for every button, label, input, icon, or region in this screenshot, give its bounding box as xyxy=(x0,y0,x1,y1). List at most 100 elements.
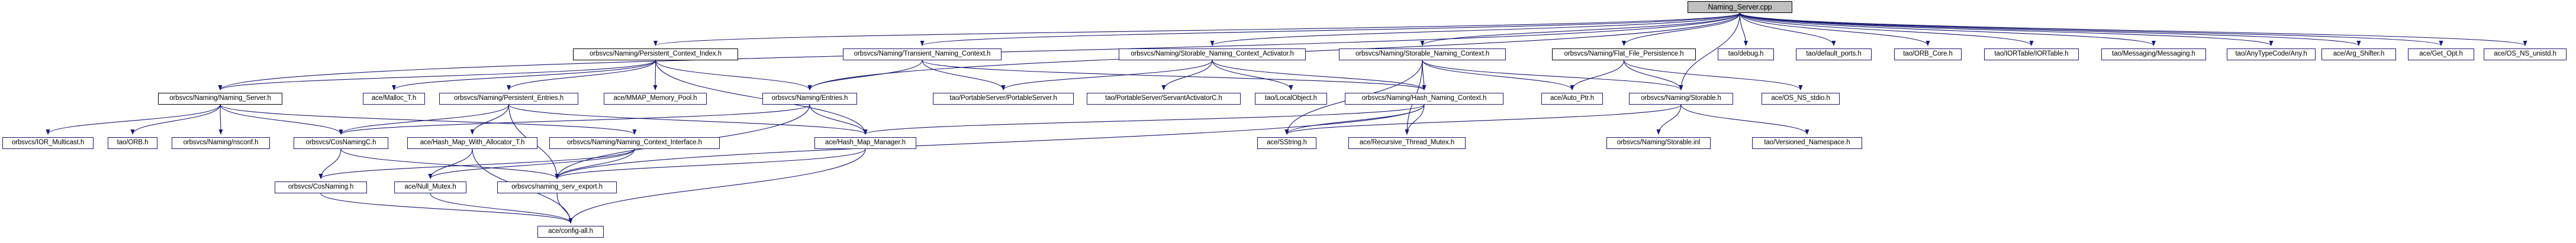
graph-edge xyxy=(1739,12,2361,46)
graph-edge xyxy=(1161,60,1213,90)
graph-edge xyxy=(1422,60,1574,90)
graph-node[interactable]: tao/Versioned_Namespace.h xyxy=(1752,137,1862,149)
graph-edge xyxy=(655,60,812,90)
graph-edge xyxy=(1680,104,1809,135)
graph-edge xyxy=(218,104,223,135)
graph-node[interactable]: orbsvcs/IOR_Multicast.h xyxy=(2,137,94,149)
graph-node[interactable]: tao/IORTable/IORTable.h xyxy=(1984,48,2079,60)
graph-edge xyxy=(1420,12,1741,46)
graph-node[interactable]: orbsvcs/Naming/Storable_Naming_Context_A… xyxy=(1119,48,1306,60)
graph-edge xyxy=(1739,12,2034,46)
graph-node[interactable]: orbsvcs/naming_serv_export.h xyxy=(497,182,617,193)
graph-edge xyxy=(508,104,868,135)
graph-node[interactable]: orbsvcs/Naming/Persistent_Entries.h xyxy=(439,93,578,105)
graph-node[interactable]: orbsvcs/Naming/Storable_Naming_Context.h xyxy=(1339,48,1506,60)
graph-node[interactable]: orbsvcs/Naming/Storable.h xyxy=(1629,93,1733,105)
graph-node[interactable]: orbsvcs/CosNaming.h xyxy=(275,182,367,193)
graph-edge xyxy=(218,60,656,90)
graph-node[interactable]: orbsvcs/Naming/Entries.h xyxy=(762,93,857,105)
graph-node[interactable]: ace/Get_Opt.h xyxy=(2408,48,2474,60)
graph-edge xyxy=(1284,104,1425,135)
graph-node[interactable]: tao/LocalObject.h xyxy=(1255,93,1327,105)
graph-edge xyxy=(1739,12,2156,46)
graph-node[interactable]: orbsvcs/Naming/Hash_Naming_Context.h xyxy=(1345,93,1503,105)
graph-edge xyxy=(392,60,656,90)
graph-edge xyxy=(1739,12,2443,46)
graph-edge xyxy=(653,12,1741,46)
graph-edge xyxy=(1212,60,1427,90)
graph-edge xyxy=(1739,12,2527,46)
graph-node[interactable]: ace/OS_NS_stdio.h xyxy=(1762,93,1840,105)
graph-edge xyxy=(555,148,866,179)
graph-node[interactable]: tao/default_ports.h xyxy=(1796,48,1872,60)
graph-root-node[interactable]: Naming_Server.cpp xyxy=(1688,1,1792,13)
graph-edge xyxy=(1739,12,1836,46)
graph-edge xyxy=(318,148,635,179)
graph-edge xyxy=(1001,60,1213,90)
graph-node[interactable]: ace/SString.h xyxy=(1257,137,1316,149)
graph-node[interactable]: tao/PortableServer/PortableServer.h xyxy=(933,93,1074,105)
graph-edge xyxy=(1405,104,1425,135)
graph-edge xyxy=(1739,12,1930,46)
graph-edge xyxy=(470,104,510,135)
graph-edge xyxy=(1656,104,1682,135)
graph-node[interactable]: ace/MMAP_Memory_Pool.h xyxy=(604,93,707,105)
graph-edge xyxy=(430,193,573,223)
graph-node[interactable]: ace/Arg_Shifter.h xyxy=(2321,48,2396,60)
graph-node[interactable]: tao/Messaging/Messaging.h xyxy=(2101,48,2206,60)
graph-edge xyxy=(1622,12,1741,46)
graph-node[interactable]: tao/debug.h xyxy=(1718,48,1774,60)
graph-edge xyxy=(922,60,1006,90)
graph-edge xyxy=(920,12,1741,46)
graph-node[interactable]: orbsvcs/Naming/nsconf.h xyxy=(172,137,270,149)
graph-node[interactable]: orbsvcs/Naming/Naming_Context_Interface.… xyxy=(549,137,720,149)
graph-edge xyxy=(1212,60,1293,90)
graph-node[interactable]: ace/Auto_Ptr.h xyxy=(1541,93,1603,105)
graph-node[interactable]: ace/Recursive_Thread_Mutex.h xyxy=(1348,137,1466,149)
graph-node[interactable]: ace/Hash_Map_Manager.h xyxy=(814,137,916,149)
graph-edge xyxy=(1284,104,1682,135)
graph-edge xyxy=(318,148,342,179)
graph-edge xyxy=(1422,60,1427,90)
graph-edge xyxy=(1422,60,1683,90)
graph-edge xyxy=(1210,12,1741,46)
graph-edge xyxy=(320,193,573,223)
graph-node[interactable]: ace/Malloc_T.h xyxy=(363,93,425,105)
graph-edge xyxy=(1623,60,1683,90)
graph-node[interactable]: orbsvcs/Naming/Naming_Server.h xyxy=(158,93,282,105)
graph-node[interactable]: orbsvcs/Naming/Transient_Naming_Context.… xyxy=(843,48,1002,60)
graph-edge xyxy=(220,104,637,135)
graph-node[interactable]: ace/OS_NS_unistd.h xyxy=(2484,48,2567,60)
graph-edge xyxy=(428,148,635,179)
graph-node[interactable]: tao/ORB.h xyxy=(108,137,157,149)
graph-node[interactable]: tao/PortableServer/ServantActivatorC.h xyxy=(1087,93,1241,105)
graph-edge xyxy=(46,104,221,135)
graph-node[interactable]: tao/AnyTypeCode/Any.h xyxy=(2227,48,2316,60)
graph-node[interactable]: tao/ORB_Core.h xyxy=(1894,48,1962,60)
graph-node[interactable]: orbsvcs/Naming/Storable.inl xyxy=(1606,137,1711,149)
graph-node[interactable]: orbsvcs/Naming/Flat_File_Persistence.h xyxy=(1552,48,1696,60)
graph-edge xyxy=(428,148,473,179)
graph-edge xyxy=(1739,12,2274,46)
graph-edge xyxy=(340,148,559,179)
graph-edge xyxy=(507,60,656,90)
graph-node[interactable]: ace/Null_Mutex.h xyxy=(394,182,466,193)
graph-edge xyxy=(1570,60,1625,90)
graph-node[interactable]: ace/config-all.h xyxy=(537,226,604,238)
graph-edge xyxy=(809,104,868,135)
graph-edge xyxy=(807,60,923,90)
graph-edge xyxy=(339,104,510,135)
graph-edge xyxy=(220,104,343,135)
graph-edge xyxy=(555,148,635,179)
graph-node[interactable]: orbsvcs/CosNamingC.h xyxy=(294,137,388,149)
graph-edge xyxy=(556,193,573,223)
graph-edge xyxy=(922,60,1427,90)
graph-node[interactable]: orbsvcs/Naming/Persistent_Context_Index.… xyxy=(573,48,738,60)
graph-edge xyxy=(1739,12,1748,46)
graph-edge xyxy=(339,104,810,135)
graph-edge xyxy=(653,60,658,90)
graph-node[interactable]: ace/Hash_Map_With_Allocator_T.h xyxy=(407,137,537,149)
graph-edge xyxy=(863,104,1425,135)
